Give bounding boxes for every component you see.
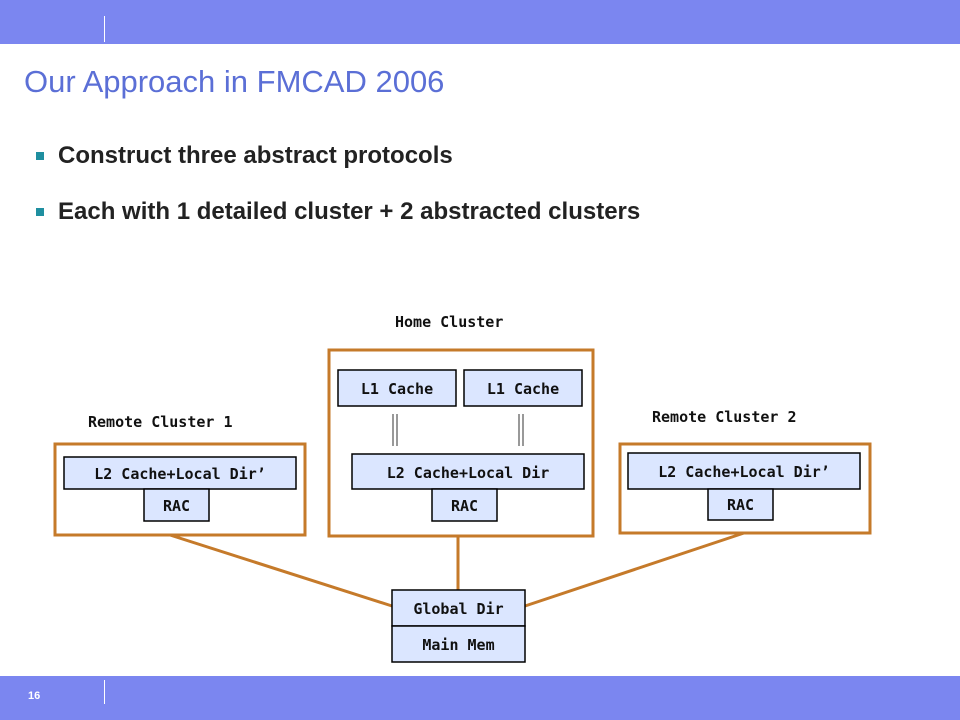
remote-cluster-2-l2-box	[627, 452, 861, 490]
bullet-square-icon	[36, 152, 44, 160]
remote-cluster-1-l2-text: L2 Cache+Local Dir’	[94, 465, 266, 483]
bottom-bar	[0, 676, 960, 720]
remote-cluster-1-rac-box	[143, 488, 210, 522]
bottom-divider	[104, 680, 105, 704]
top-divider	[104, 16, 105, 42]
home-l2-text: L2 Cache+Local Dir	[387, 464, 550, 482]
remote-cluster-2-rac-box	[707, 488, 774, 521]
remote-cluster-2-rac-text: RAC	[727, 496, 754, 514]
bullet-list: Construct three abstract protocols Each …	[36, 140, 640, 252]
page-number: 16	[28, 690, 41, 702]
top-bar	[0, 0, 960, 44]
global-dir-box	[391, 589, 526, 627]
connector-remote2	[524, 531, 745, 608]
home-l1-right-text: L1 Cache	[487, 380, 559, 398]
home-rac-box	[431, 488, 498, 522]
remote-cluster-1-label: Remote Cluster 1	[88, 413, 233, 431]
remote-cluster-1-rac-text: RAC	[163, 497, 190, 515]
main-mem-text: Main Mem	[422, 636, 494, 654]
home-l1-right-box	[463, 369, 583, 407]
home-rac-text: RAC	[451, 497, 478, 515]
remote-cluster-2-l2-text: L2 Cache+Local Dir’	[658, 463, 830, 481]
bullet-text: Each with 1 detailed cluster + 2 abstrac…	[58, 198, 641, 225]
slide-title: Our Approach in FMCAD 2006	[24, 64, 445, 99]
global-dir-text: Global Dir	[413, 600, 503, 618]
main-mem-box	[391, 625, 526, 663]
remote-cluster-2-label: Remote Cluster 2	[652, 408, 797, 426]
bullet-item: Each with 1 detailed cluster + 2 abstrac…	[36, 196, 640, 252]
bullet-square-icon	[36, 208, 44, 216]
home-l1-left-box	[337, 369, 457, 407]
home-l1-left-text: L1 Cache	[361, 380, 433, 398]
remote-cluster-1-l2-box	[63, 456, 297, 490]
connector-remote1	[169, 533, 393, 608]
home-cluster-label: Home Cluster	[395, 313, 503, 331]
bullet-item: Construct three abstract protocols	[36, 140, 640, 196]
bullet-text: Construct three abstract protocols	[58, 142, 453, 169]
home-l2-box	[351, 453, 585, 490]
